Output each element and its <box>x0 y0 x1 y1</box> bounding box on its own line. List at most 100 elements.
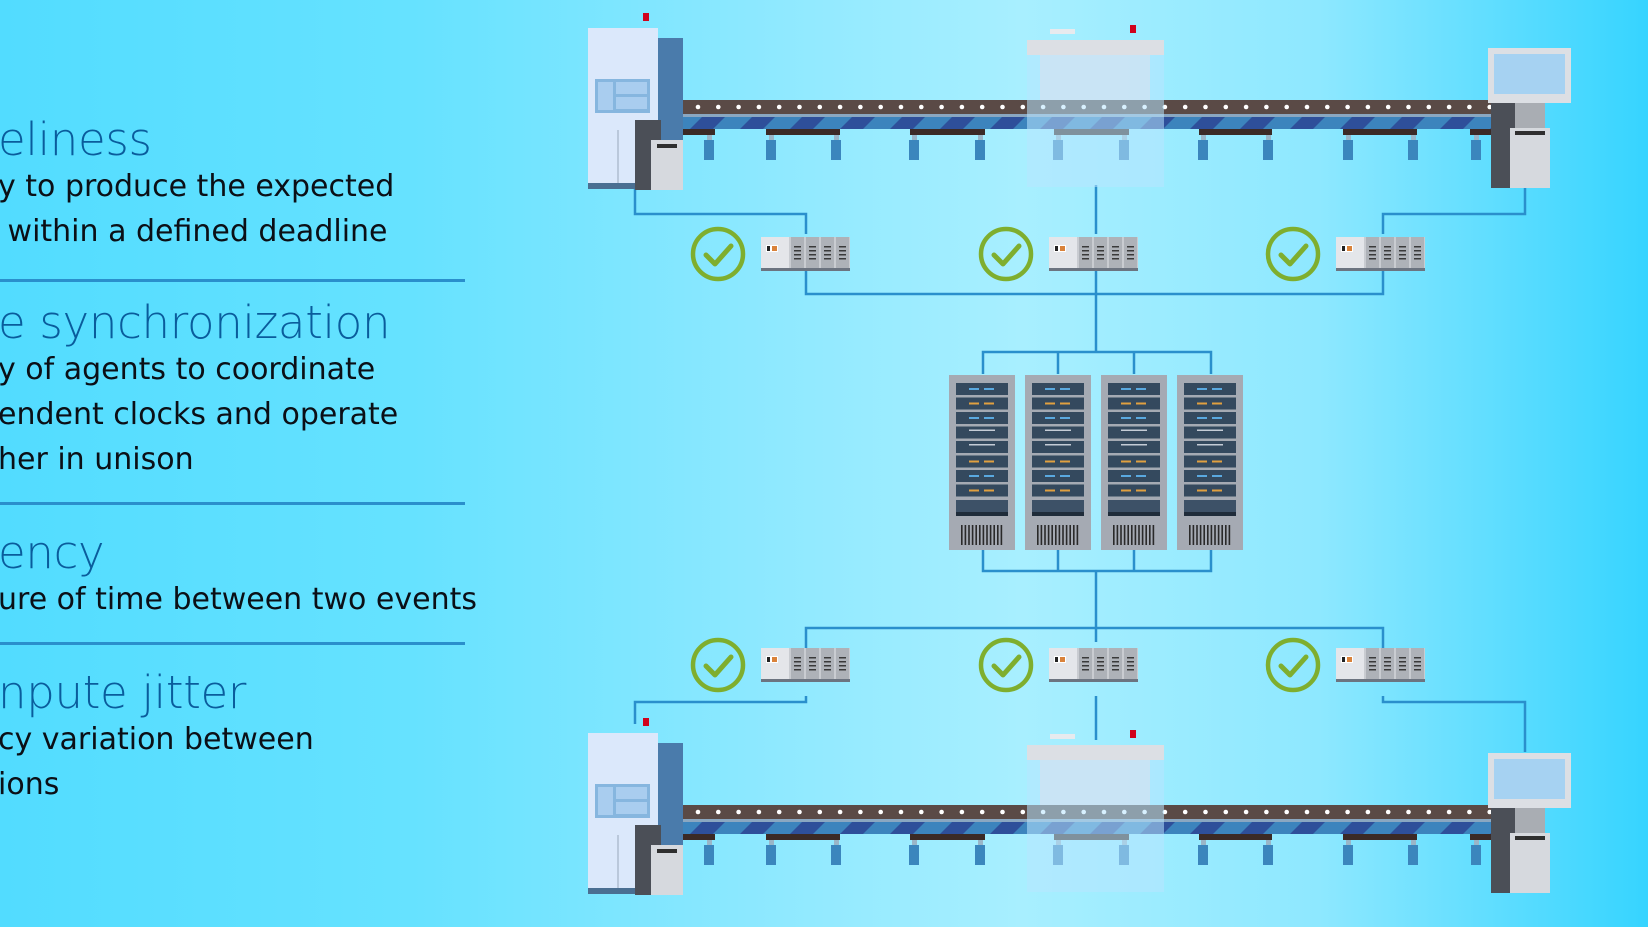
machine-right <box>1488 753 1571 893</box>
vent <box>986 525 988 545</box>
network-link <box>1381 185 1527 234</box>
actuator <box>1408 845 1418 865</box>
vent <box>1069 525 1071 545</box>
vent <box>1217 525 1220 545</box>
actuator <box>1471 845 1481 865</box>
status-led <box>984 475 994 477</box>
controller-node <box>978 226 1138 282</box>
divider <box>0 502 465 505</box>
server-slot <box>1032 441 1084 453</box>
roller-dot <box>939 809 944 815</box>
network-link <box>804 626 1385 660</box>
status-led <box>1136 475 1146 477</box>
status-led <box>969 417 979 419</box>
status-led <box>1197 475 1207 477</box>
roller-dot <box>959 104 965 110</box>
status-led <box>1136 402 1146 405</box>
server-slot <box>1108 484 1160 497</box>
roller-dot <box>1345 104 1350 110</box>
status-led <box>1045 417 1055 419</box>
status-led <box>1136 460 1146 463</box>
status-led <box>1212 475 1222 477</box>
status-led <box>1045 460 1055 463</box>
roller-dot <box>878 809 883 815</box>
roller-dot <box>858 809 863 815</box>
actuator <box>831 140 841 160</box>
roller-dot <box>776 809 782 815</box>
term-desc-line: y of agents to coordinate <box>0 352 376 387</box>
roller-dot <box>1487 104 1492 110</box>
server-slot <box>1184 441 1236 453</box>
vent <box>1116 525 1119 545</box>
vent <box>1113 525 1115 545</box>
actuator <box>975 140 985 160</box>
machine-center <box>1027 25 1164 187</box>
server-slot <box>1184 484 1236 497</box>
vent <box>1149 525 1151 545</box>
vent <box>1189 525 1191 545</box>
status-led <box>1060 475 1070 477</box>
server-rack <box>1177 375 1243 550</box>
roller-dot <box>1243 104 1249 110</box>
roller-dot <box>1000 104 1005 110</box>
vent <box>1131 525 1133 545</box>
vent <box>1196 525 1198 545</box>
vent <box>1214 525 1216 545</box>
network-link <box>981 550 1213 573</box>
actuator <box>909 845 919 865</box>
status-led <box>1121 417 1131 419</box>
status-led <box>969 388 979 390</box>
check-circle-icon <box>978 637 1034 693</box>
roller-dot <box>898 809 904 815</box>
actuator <box>704 845 714 865</box>
controller-node <box>978 637 1138 693</box>
roller-dot <box>1365 104 1371 110</box>
vent <box>993 525 995 545</box>
status-led <box>1136 417 1146 419</box>
network-link <box>981 350 1213 374</box>
actuator <box>704 140 714 160</box>
status-led <box>1212 489 1222 492</box>
machine-center <box>1027 730 1164 892</box>
actuator <box>1471 140 1481 160</box>
server-slot <box>956 383 1008 395</box>
server-slot <box>956 441 1008 453</box>
status-led <box>1045 475 1055 477</box>
roller-dot <box>1264 809 1269 815</box>
status-led <box>1197 402 1207 405</box>
roller-dot <box>1406 104 1411 110</box>
roller-dot <box>939 104 944 110</box>
roller-dot <box>919 809 924 815</box>
conveyor <box>683 805 1525 865</box>
divider <box>0 279 465 282</box>
status-led <box>1045 388 1055 390</box>
vent <box>975 525 977 545</box>
production-line-bottom <box>588 718 1571 895</box>
term-desc-line: ure of time between two events <box>0 582 477 617</box>
status-led <box>969 489 979 492</box>
controller-node <box>690 226 850 282</box>
checkmark-icon <box>991 654 1022 678</box>
vent <box>1123 525 1126 545</box>
roller-dot <box>1223 809 1229 815</box>
actuator <box>766 140 776 160</box>
server-rack <box>1025 375 1091 550</box>
check-circle-icon <box>1265 637 1321 693</box>
server-slot <box>1032 484 1084 497</box>
server-slot <box>1032 397 1084 410</box>
vent <box>964 525 967 545</box>
roller-dot <box>898 104 904 110</box>
status-led <box>1060 460 1070 463</box>
alarm-light <box>1130 730 1136 738</box>
vent <box>1225 525 1227 545</box>
server-slot <box>1032 383 1084 395</box>
vent <box>1228 525 1231 545</box>
roller-dot <box>1203 104 1208 110</box>
roller-dot <box>979 104 985 110</box>
vent <box>1192 525 1195 545</box>
actuator <box>1343 140 1353 160</box>
status-led <box>1121 460 1131 463</box>
status-led <box>1212 402 1222 405</box>
roller-dot <box>1284 104 1289 110</box>
roller-dot <box>959 809 965 815</box>
